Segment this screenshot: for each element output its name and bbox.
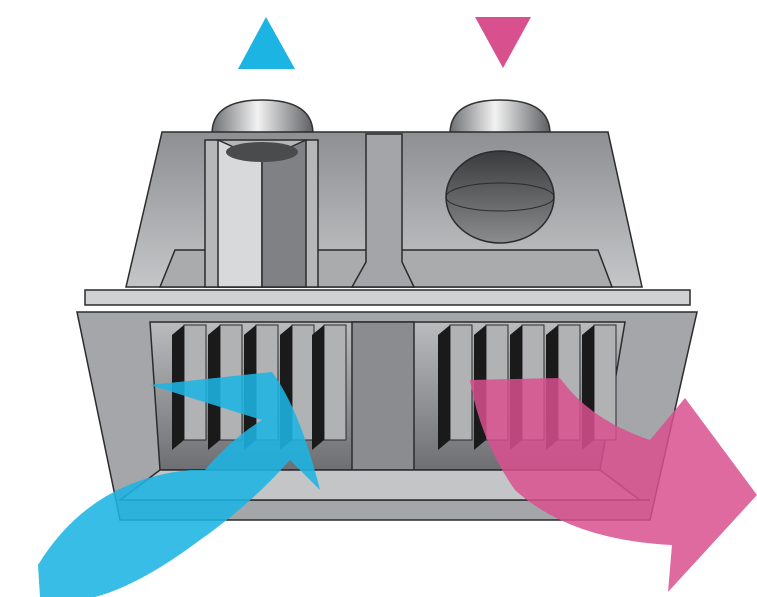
exhaust-triangle-down-icon xyxy=(475,17,531,68)
housing xyxy=(125,131,643,288)
supply-triangle-up-icon xyxy=(238,17,295,69)
louver-panel xyxy=(449,324,473,441)
exhaust-flow-arrow-icon xyxy=(470,378,757,592)
louver-blade xyxy=(312,325,324,450)
louver-panel xyxy=(323,324,347,441)
louver-blade xyxy=(438,325,450,450)
duct-collars xyxy=(211,99,551,135)
supply-flow-arrow-icon xyxy=(38,372,320,597)
